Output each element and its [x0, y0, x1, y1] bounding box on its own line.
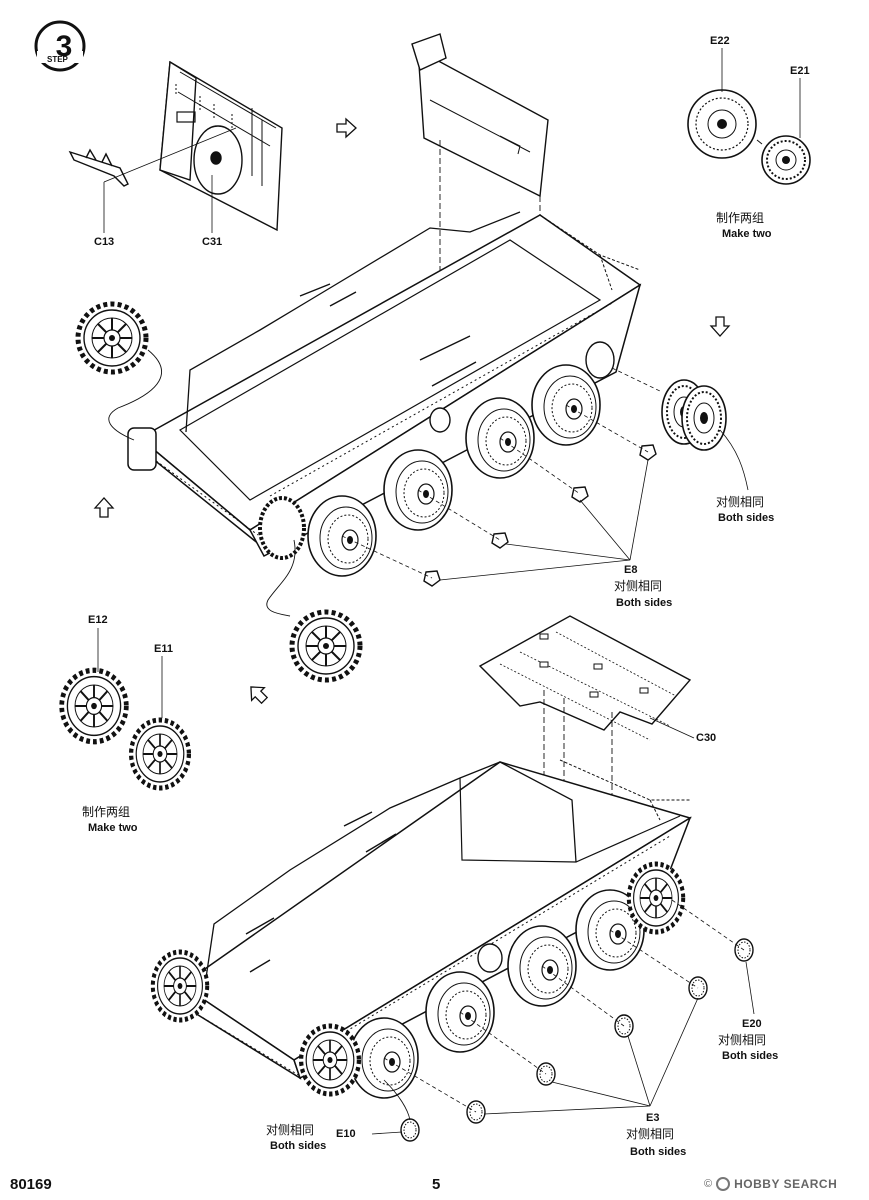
sprocket-connector [108, 349, 162, 441]
arrow-up-icon [94, 497, 114, 518]
both-sides-note-cn-right: 对侧相同 [716, 495, 765, 509]
part-label-e8: E8 [624, 564, 638, 576]
part-label-e12: E12 [88, 614, 108, 626]
make-two-note-cn-left: 制作两组 [82, 805, 131, 819]
part-label-c30: C30 [696, 732, 717, 744]
sprocket-connector-2 [266, 539, 296, 617]
both-sides-note-en-e3: Both sides [630, 1146, 687, 1158]
watermark-brand: HOBBY SEARCH [734, 1177, 838, 1191]
upper-hub-caps [341, 404, 657, 587]
watermark-copyright: © [704, 1178, 713, 1190]
lower-road-wheels [153, 864, 683, 1099]
both-sides-note-en-e8: Both sides [616, 597, 673, 609]
idler-wheel-pair [687, 89, 811, 185]
arrow-down-icon [710, 316, 730, 337]
step-badge: 3 STEP [34, 20, 86, 72]
both-sides-note-en-right: Both sides [718, 512, 775, 524]
watermark: © HOBBY SEARCH [704, 1174, 837, 1194]
both-sides-note-cn-e8: 对侧相同 [614, 579, 663, 593]
kit-number: 80169 [10, 1176, 52, 1193]
both-sides-note-en-e20: Both sides [722, 1050, 779, 1062]
drive-sprocket-pair [62, 670, 189, 788]
both-sides-note-en-e10: Both sides [270, 1140, 327, 1152]
upper-road-wheels [258, 341, 615, 577]
both-sides-note-cn-e3: 对侧相同 [626, 1127, 675, 1141]
make-two-note-cn-top: 制作两组 [716, 211, 765, 225]
part-label-e20: E20 [742, 1018, 762, 1030]
lower-hub-caps [371, 899, 755, 1142]
bracket-c13 [68, 148, 129, 187]
page-number: 5 [432, 1176, 441, 1193]
part-label-e3: E3 [646, 1112, 660, 1124]
arrow-right-icon [336, 118, 357, 138]
c13-leader [103, 127, 237, 233]
step-number: 3 [56, 30, 73, 63]
part-label-e21: E21 [790, 65, 810, 77]
part-label-e10: E10 [336, 1128, 356, 1140]
hobby-search-logo-icon [716, 1177, 731, 1191]
part-label-c31: C31 [202, 236, 223, 248]
make-two-note-en-left: Make two [88, 822, 138, 834]
floor-plate-c30 [478, 615, 692, 741]
c30-leader [649, 717, 695, 739]
upper-left-sprocket [78, 304, 146, 372]
side-panel-c31 [159, 60, 283, 232]
both-sides-note-cn-e20: 对侧相同 [718, 1033, 767, 1047]
part-label-c13: C13 [94, 236, 115, 248]
side-idler-pair [611, 367, 749, 491]
step-label: STEP [47, 55, 69, 64]
mid-sprocket [292, 612, 360, 680]
arrow-diagonal-icon [243, 679, 272, 708]
part-label-e22: E22 [710, 35, 730, 47]
both-sides-note-cn-e10: 对侧相同 [266, 1123, 315, 1137]
make-two-note-en-top: Make two [722, 228, 772, 240]
upper-plate [411, 33, 549, 198]
part-label-e11: E11 [154, 643, 173, 655]
